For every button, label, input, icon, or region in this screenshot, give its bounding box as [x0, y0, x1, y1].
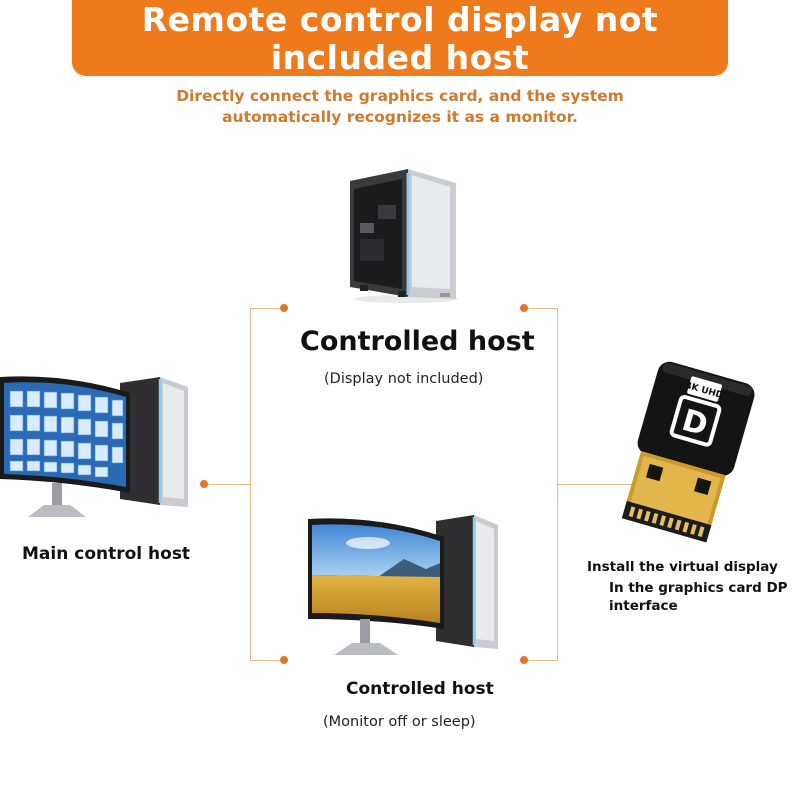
controlled-host-bottom-subtitle: (Monitor off or sleep): [323, 714, 476, 730]
header-banner: Remote control display not included host: [72, 0, 728, 77]
connector-dot: [200, 480, 208, 488]
connector-top-right: [524, 308, 558, 309]
header-subtitle: Directly connect the graphics card, and …: [100, 86, 700, 128]
virtual-display-line3: interface: [609, 598, 678, 614]
subtitle-line2: automatically recognizes it as a monitor…: [222, 108, 578, 126]
dp-adapter-image: D 4K UHD: [621, 361, 755, 543]
controlled-host-top-subtitle: (Display not included): [324, 371, 484, 387]
controlled-host-monitor-image: [308, 515, 498, 655]
main-control-host-title: Main control host: [22, 544, 191, 564]
virtual-display-line1: Install the virtual display: [587, 559, 778, 575]
connector-mid-left: [205, 484, 251, 485]
connector-bottom-left: [250, 660, 284, 661]
connector-dot: [280, 656, 288, 664]
banner-title-line2: included host: [270, 38, 530, 77]
connector-dot: [280, 304, 288, 312]
subtitle-line1: Directly connect the graphics card, and …: [176, 87, 624, 105]
virtual-display-line2: In the graphics card DP: [609, 580, 788, 596]
connector-dot: [520, 656, 528, 664]
controlled-host-top-title: Controlled host: [300, 326, 535, 357]
controlled-host-bottom-title: Controlled host: [346, 679, 494, 699]
connector-bottom-right: [524, 660, 558, 661]
main-host-monitor-image: [0, 376, 188, 517]
banner-title-line1: Remote control display not: [141, 0, 659, 39]
pc-tower-image: [350, 169, 458, 303]
connector-top-left: [250, 308, 284, 309]
connector-dot: [520, 304, 528, 312]
